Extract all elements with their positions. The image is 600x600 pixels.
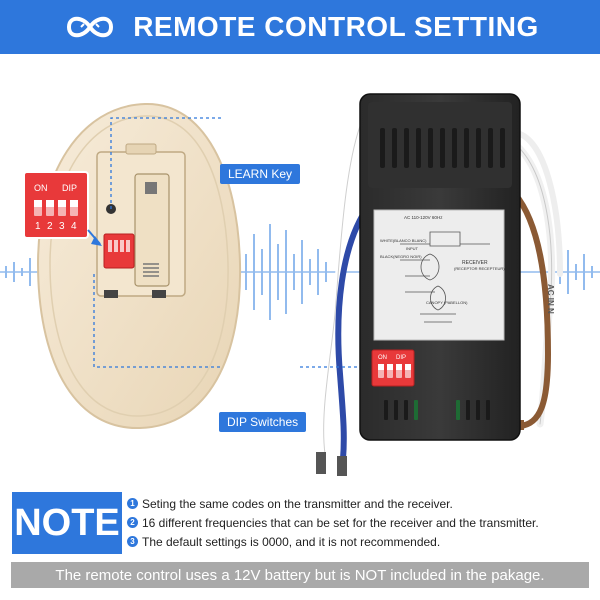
infinity-icon <box>67 16 114 38</box>
note-text: The default settings is 0000, and it is … <box>142 534 441 549</box>
sticker-line-3: INPUT <box>406 246 419 251</box>
note-number-badge: 3 <box>127 536 138 547</box>
remote-dip-on-label: ON <box>34 183 48 193</box>
sticker-line-4: BLACK(NEGRO NOIR) <box>380 254 422 259</box>
wire-terminal-mid <box>337 456 347 476</box>
note-list: 1 Seting the same codes on the transmitt… <box>127 494 597 551</box>
note-item: 2 16 different frequencies that can be s… <box>127 513 597 532</box>
sticker-line-5: RECEIVER <box>462 260 488 266</box>
receiver-box: AC 110-120V 60Hz WHITE(BLANCO BLANC) INP… <box>359 93 521 441</box>
note-item: 3 The default settings is 0000, and it i… <box>127 532 597 551</box>
callout-lines <box>93 117 360 368</box>
remote-dip-num-4: 4 <box>71 221 77 232</box>
receiver-dip-on-label: ON <box>378 355 387 361</box>
receiver-wires <box>320 111 563 462</box>
product-illustration: ON DIP 1 2 3 4 AC IN N <box>0 54 600 480</box>
learn-key-callout: LEARN Key <box>220 164 301 184</box>
remote-dip-switch[interactable] <box>103 233 135 269</box>
sticker-line-2: WHITE(BLANCO BLANC) <box>380 238 427 243</box>
note-number-badge: 1 <box>127 498 138 509</box>
footer-banner: The remote control uses a 12V battery bu… <box>11 562 589 588</box>
wire-terminal-left <box>316 452 326 474</box>
receiver-sticker <box>373 209 505 341</box>
note-number-badge: 2 <box>127 517 138 528</box>
note-section: NOTE 1 Seting the same codes on the tran… <box>0 488 600 558</box>
wire-label: AC IN N <box>546 284 555 314</box>
remote-dip-dip-label: DIP <box>62 183 77 193</box>
remote-transmitter <box>36 102 242 430</box>
sticker-line-7: CANOPY (PABELLON) <box>426 300 468 305</box>
remote-dip-inset <box>23 171 89 239</box>
note-text: 16 different frequencies that can be set… <box>142 515 539 530</box>
sticker-line-1: AC 110-120V 60Hz <box>404 215 443 220</box>
header-banner: REMOTE CONTROL SETTING <box>0 0 600 54</box>
note-badge: NOTE <box>12 492 122 554</box>
note-item: 1 Seting the same codes on the transmitt… <box>127 494 597 513</box>
note-text: Seting the same codes on the transmitter… <box>142 496 453 511</box>
sticker-line-6: (RECEPTOR RECEPTEUR) <box>454 266 505 271</box>
receiver-dip-switch[interactable] <box>371 349 415 387</box>
receiver-dip-dip-label: DIP <box>396 355 406 361</box>
remote-dip-num-3: 3 <box>59 221 65 232</box>
dip-switches-callout: DIP Switches <box>219 412 307 432</box>
illustration-svg: ON DIP 1 2 3 4 AC IN N <box>0 93 600 476</box>
page-title: REMOTE CONTROL SETTING <box>133 11 539 42</box>
header-content: REMOTE CONTROL SETTING <box>61 11 539 43</box>
battery-slot <box>134 173 170 287</box>
remote-dip-num-1: 1 <box>35 221 41 232</box>
remote-dip-num-2: 2 <box>47 221 53 232</box>
